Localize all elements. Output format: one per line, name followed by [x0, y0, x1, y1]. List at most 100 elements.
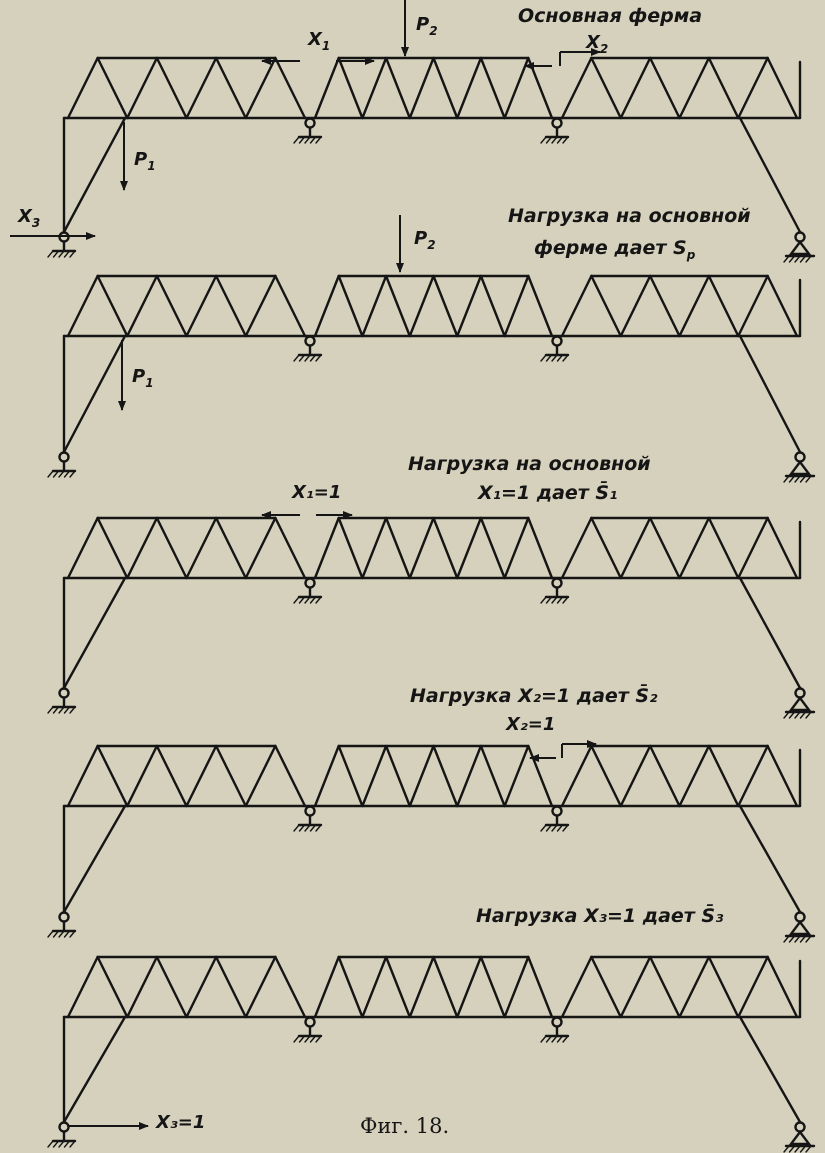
web-diagonal [590, 955, 622, 1019]
web-diagonal [361, 274, 388, 338]
web-diagonal [707, 955, 740, 1019]
web-diagonal [678, 516, 711, 580]
right-strut [738, 1015, 802, 1124]
web-diagonal [337, 955, 364, 1019]
hinge-support-left [293, 577, 323, 604]
web-diagonal [313, 744, 340, 808]
web-diagonal [648, 744, 681, 808]
web-diagonal [274, 955, 307, 1019]
web-diagonal [527, 744, 554, 808]
web-diagonal [313, 516, 340, 580]
truss-panel-1 [47, 56, 816, 263]
web-diagonal [155, 516, 188, 580]
web-diagonal [560, 56, 593, 120]
hinge-support-right [540, 335, 570, 362]
web-diagonal [384, 744, 411, 808]
web-diagonal [560, 516, 593, 580]
x3-unit-label: X₃=1 [155, 1112, 205, 1133]
web-diagonal [244, 955, 277, 1019]
web-diagonal [361, 744, 388, 808]
web-diagonal [503, 56, 530, 120]
web-diagonal [503, 516, 530, 580]
web-diagonal [244, 516, 277, 580]
p1-label-panel2: P1 [132, 366, 154, 390]
web-diagonal [185, 516, 218, 580]
x3-label-panel1: X3 [17, 206, 40, 230]
web-diagonal [185, 955, 218, 1019]
web-diagonal [274, 274, 307, 338]
web-diagonal [766, 516, 799, 580]
web-diagonal [274, 56, 307, 120]
web-diagonal [126, 744, 159, 808]
web-diagonal [337, 274, 364, 338]
web-diagonal [408, 516, 435, 580]
web-diagonal [456, 56, 483, 120]
web-diagonal [737, 56, 769, 120]
web-diagonal [313, 955, 340, 1019]
web-diagonal [96, 955, 129, 1019]
web-diagonal [737, 744, 769, 808]
web-diagonal [678, 955, 711, 1019]
web-diagonal [155, 274, 188, 338]
web-diagonal [678, 56, 711, 120]
web-diagonal [337, 56, 364, 120]
web-diagonal [361, 516, 388, 580]
web-diagonal [66, 744, 99, 808]
web-diagonal [590, 744, 622, 808]
web-diagonal [619, 274, 652, 338]
column-support-right [783, 231, 816, 263]
panel3-caption-line1: Нагрузка на основной [408, 453, 651, 475]
web-diagonal [408, 56, 435, 120]
web-diagonal [96, 516, 129, 580]
hinge-support-right [540, 805, 570, 832]
web-diagonal [408, 744, 435, 808]
web-diagonal [96, 56, 129, 120]
x2-label-panel1: X2 [585, 32, 608, 56]
web-diagonal [560, 955, 593, 1019]
panel4-caption: Нагрузка X₂=1 дает S̄₂ [410, 684, 658, 707]
web-diagonal [707, 274, 740, 338]
left-strut [62, 804, 127, 914]
web-diagonal [185, 744, 218, 808]
web-diagonal [766, 744, 799, 808]
truss-panel-3 [47, 516, 816, 719]
panel2-caption-line2: ферме дает Sp [534, 237, 696, 262]
web-diagonal [648, 274, 681, 338]
web-diagonal [479, 274, 506, 338]
column-support-right [783, 1121, 816, 1153]
column-support-right [783, 911, 816, 943]
web-diagonal [384, 955, 411, 1019]
x1-unit-label: X₁=1 [291, 482, 341, 503]
hinge-support-left [293, 805, 323, 832]
web-diagonal [337, 744, 364, 808]
web-diagonal [456, 955, 483, 1019]
panel3-caption-line2: X₁=1 дает S̄₁ [477, 481, 617, 504]
web-diagonal [479, 955, 506, 1019]
panel5-caption: Нагрузка X₃=1 дает S̄₃ [476, 904, 724, 927]
web-diagonal [456, 274, 483, 338]
hinge-support-right [540, 1016, 570, 1043]
web-diagonal [337, 516, 364, 580]
p2-label-panel1: P2 [416, 14, 438, 38]
column-support-right [783, 687, 816, 719]
web-diagonal [408, 955, 435, 1019]
web-diagonal [456, 744, 483, 808]
web-diagonal [384, 516, 411, 580]
column-support-left [47, 451, 77, 478]
web-diagonal [527, 274, 554, 338]
web-diagonal [126, 274, 159, 338]
web-diagonal [503, 744, 530, 808]
left-strut [62, 334, 127, 454]
web-diagonal [619, 744, 652, 808]
web-diagonal [678, 744, 711, 808]
x1-label-panel1: X1 [307, 29, 330, 53]
web-diagonal [479, 516, 506, 580]
panel1-caption: Основная ферма [518, 5, 702, 27]
column-support-right [783, 451, 816, 483]
web-diagonal [737, 274, 769, 338]
web-diagonal [185, 274, 218, 338]
p2-label-panel2: P2 [414, 228, 436, 252]
web-diagonal [619, 516, 652, 580]
web-diagonal [384, 274, 411, 338]
web-diagonal [707, 56, 740, 120]
